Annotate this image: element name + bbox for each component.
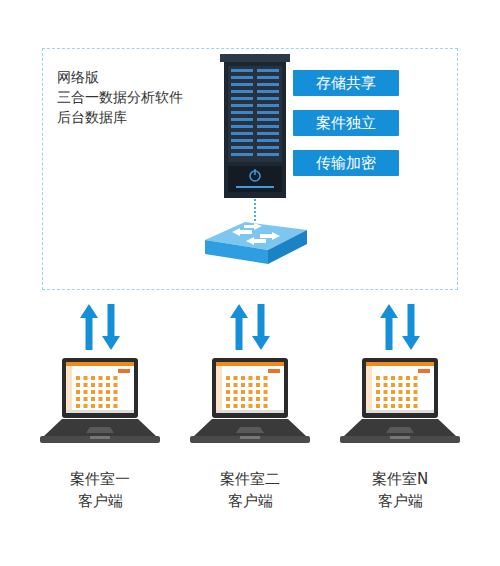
dotted-link — [254, 199, 256, 222]
client-label: 案件室N 客户端 — [364, 468, 436, 512]
data-transfer-arrow — [80, 304, 120, 350]
arrow-head — [80, 304, 98, 318]
laptop-illustration — [340, 358, 460, 453]
client-laptop: 案件室N 客户端 — [340, 358, 460, 514]
client-laptop: 案件室二 客户端 — [190, 358, 310, 514]
arrow-head — [252, 336, 270, 350]
arrow-shaft — [408, 304, 415, 337]
feature-badge: 存储共享 — [293, 70, 399, 96]
feature-badge: 案件独立 — [293, 110, 399, 136]
client-laptop: 案件室一 客户端 — [40, 358, 160, 514]
arrow-shaft — [386, 317, 393, 350]
client-label-box: 案件室二 客户端 — [190, 468, 310, 512]
arrow-head — [380, 304, 398, 318]
arrow-shaft — [236, 317, 243, 350]
client-label-box: 案件室N 客户端 — [340, 468, 460, 512]
server-zone: 网络版 三合一数据分析软件 后台数据库 存储共享案件独立传输加密 — [42, 48, 458, 290]
laptop-illustration — [40, 358, 160, 453]
arrow-shaft — [86, 317, 93, 350]
client-label: 案件室二 客户端 — [214, 468, 286, 512]
laptop-illustration — [190, 358, 310, 453]
zone-heading: 网络版 三合一数据分析软件 后台数据库 — [57, 67, 207, 127]
arrow-shaft — [108, 304, 115, 337]
feature-text: 存储共享 — [316, 74, 376, 93]
arrow-head — [230, 304, 248, 318]
arrow-head — [402, 336, 420, 350]
arrow-shaft — [258, 304, 265, 337]
network-switch — [205, 222, 307, 264]
feature-badge: 传输加密 — [293, 150, 399, 176]
data-transfer-arrow — [380, 304, 420, 350]
feature-text: 传输加密 — [316, 154, 376, 173]
client-label-box: 案件室一 客户端 — [40, 468, 160, 512]
server-tower — [220, 54, 290, 198]
arrow-head — [102, 336, 120, 350]
data-transfer-arrow — [230, 304, 270, 350]
client-label: 案件室一 客户端 — [64, 468, 136, 512]
feature-text: 案件独立 — [316, 114, 376, 133]
